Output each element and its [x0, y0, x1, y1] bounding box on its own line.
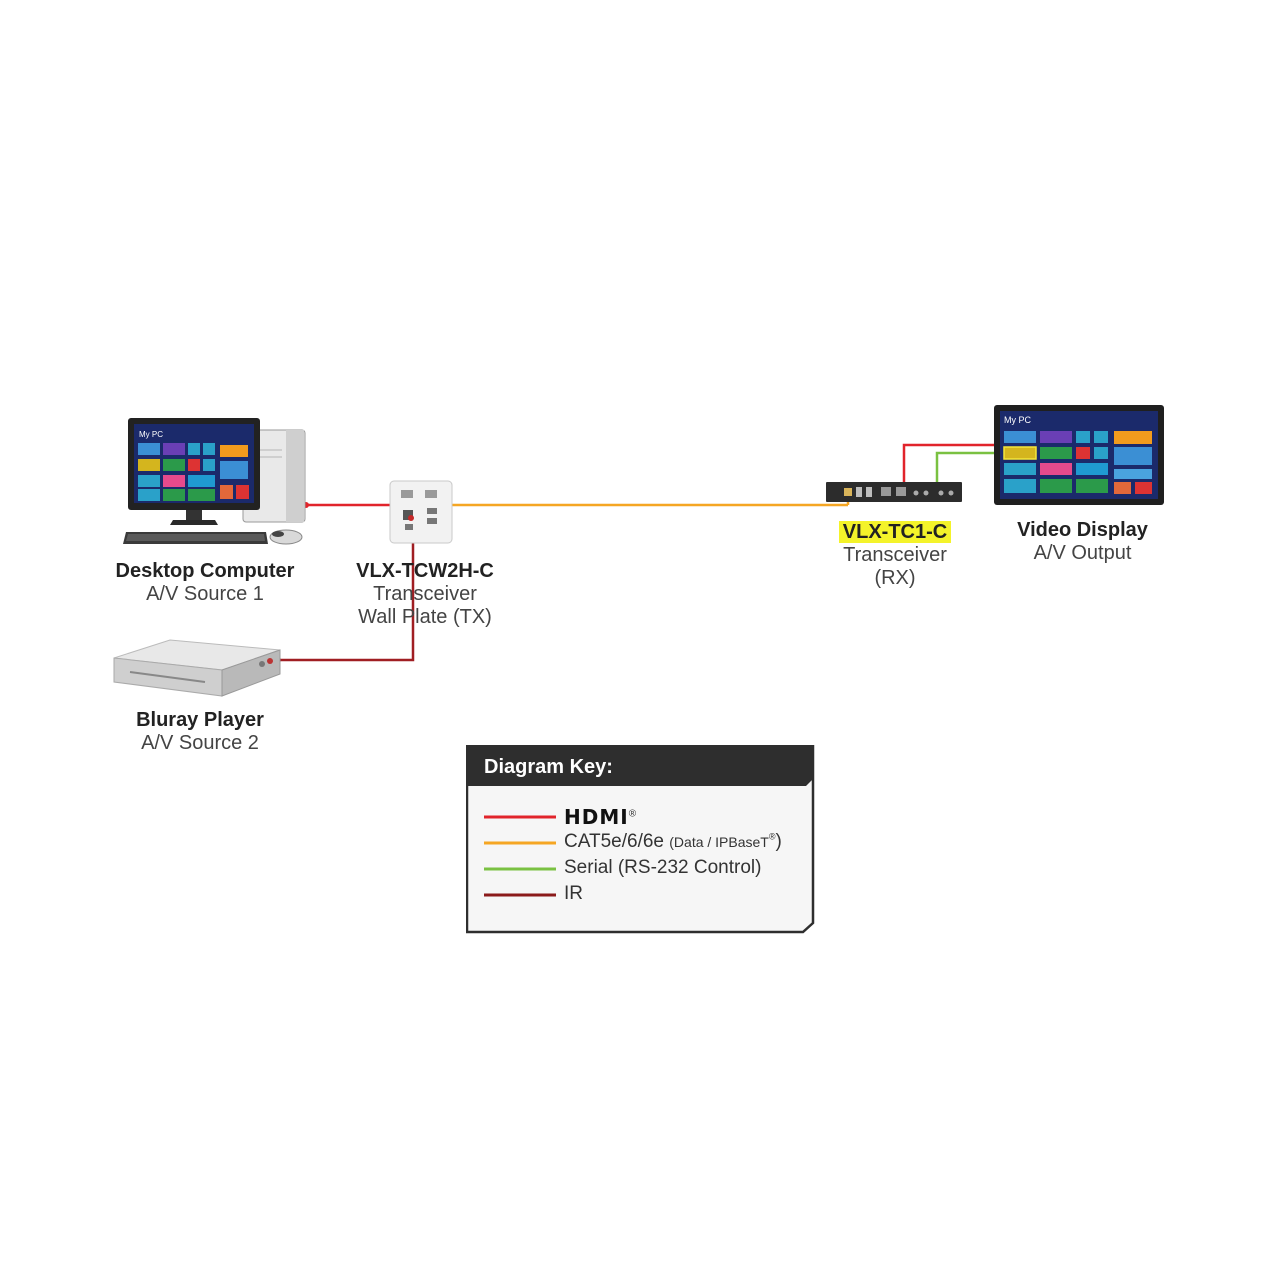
receiver-label: VLX-TC1-C Transceiver (RX): [805, 521, 985, 590]
key-item-ir: IR: [564, 883, 583, 905]
desktop-computer-icon: My PC: [123, 418, 306, 545]
bluray-player-icon: [113, 639, 281, 697]
display-label: Video Display A/V Output: [985, 519, 1180, 565]
key-detail-close: ): [775, 831, 782, 852]
key-item-serial: Serial (RS-232 Control): [564, 857, 761, 879]
receiver-title: VLX-TC1-C: [838, 521, 952, 543]
receiver-icon: [826, 482, 962, 502]
key-detail-cat: (Data / IPBaseT: [669, 834, 769, 850]
display-title: Video Display: [1017, 519, 1148, 541]
wallplate-line3: Wall Plate (TX): [358, 606, 492, 628]
desktop-label: Desktop Computer A/V Source 1: [100, 560, 310, 606]
bluray-cable: [276, 518, 415, 662]
key-detail-reg: ®: [768, 831, 776, 842]
serial-cable-display: [935, 451, 1004, 490]
key-label-ir: IR: [564, 883, 583, 904]
hdmi-cable-display: [902, 443, 1004, 490]
wall-plate-icon: [389, 480, 453, 544]
bluray-subtitle: A/V Source 2: [141, 732, 259, 754]
receiver-line3: (RX): [874, 567, 916, 589]
diagram-key: Diagram Key: HDMI® CAT5e/6/6e (Data / IP…: [466, 745, 815, 934]
desktop-subtitle: A/V Source 1: [146, 583, 264, 605]
video-display-icon: My PC: [994, 405, 1164, 505]
desktop-screen-title: My PC: [139, 430, 163, 439]
key-label-serial: Serial (RS-232 Control): [564, 857, 762, 878]
bluray-label: Bluray Player A/V Source 2: [110, 709, 290, 755]
wallplate-title: VLX-TCW2H-C: [356, 560, 494, 582]
wallplate-line2: Transceiver: [373, 583, 477, 605]
receiver-line2: Transceiver: [843, 544, 947, 566]
desktop-title: Desktop Computer: [115, 560, 295, 582]
key-label-hdmi: HDMI: [564, 805, 629, 829]
display-screen-title: My PC: [1004, 415, 1032, 425]
bluray-title: Bluray Player: [136, 709, 264, 731]
key-item-cat: CAT5e/6/6e (Data / IPBaseT®): [564, 831, 782, 853]
key-label-cat: CAT5e/6/6e: [564, 831, 664, 852]
key-reg-hdmi: ®: [628, 808, 637, 820]
wallplate-label: VLX-TCW2H-C Transceiver Wall Plate (TX): [325, 560, 525, 629]
diagram-key-frame: [466, 745, 815, 934]
key-item-hdmi: HDMI®: [564, 805, 636, 830]
key-title: Diagram Key:: [484, 756, 613, 778]
display-subtitle: A/V Output: [1033, 542, 1132, 564]
